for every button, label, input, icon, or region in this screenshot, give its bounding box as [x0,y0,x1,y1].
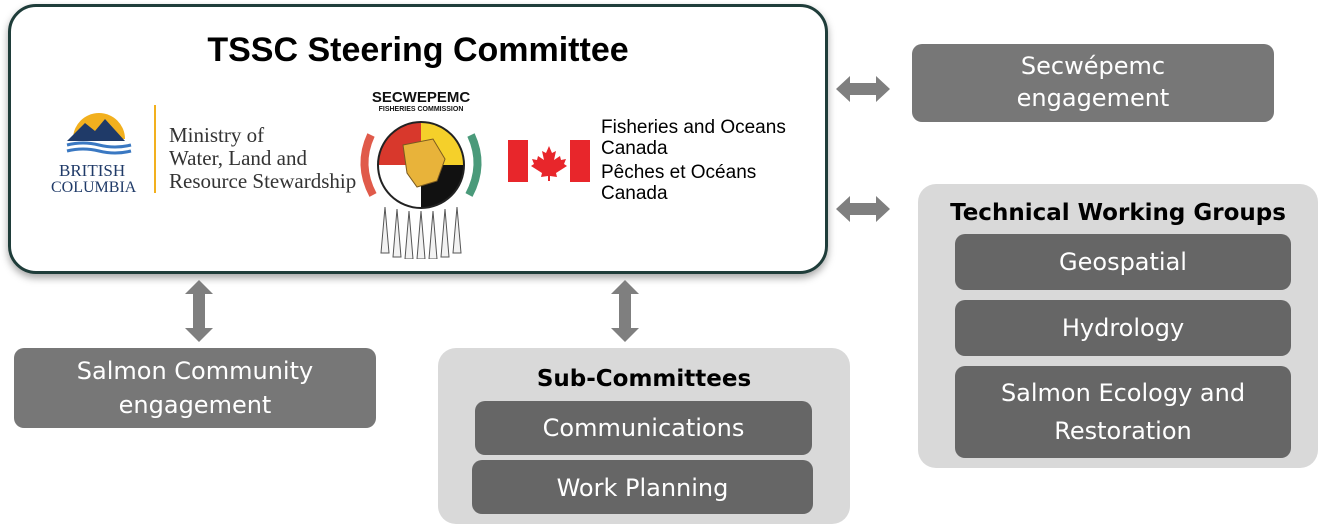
medicine-wheel-icon [360,121,482,259]
canada-flag-icon [508,140,590,182]
secwepemc-logo-line1: SECWEPEMC [371,89,471,106]
twg-geospatial: Geospatial [955,234,1291,290]
subcommittee-communications: Communications [475,401,812,455]
ministry-line3: Resource Stewardship [169,169,357,193]
secwepemc-logo-line2: FISHERIES COMMISSION [378,106,464,113]
twg-hydrology: Hydrology [955,300,1291,356]
secwepemc-engagement-box: Secwépemc engagement [912,44,1274,122]
salmon-community-engagement-box: Salmon Community engagement [14,348,376,428]
dfo-line2: Canada [601,138,668,159]
ministry-name: Ministry of Water, Land and Resource Ste… [169,124,379,193]
salmon-community-line1: Salmon Community [76,357,314,385]
subcommittee-work-planning: Work Planning [472,460,813,514]
dfo-line3: Pêches et Océans [601,162,757,183]
dfo-line4: Canada [601,183,668,204]
subcommittees-title: Sub-Committees [536,366,752,392]
steering-committee-title: TSSC Steering Committee [207,31,629,69]
bc-logo: BRITISH COLUMBIA [51,101,145,201]
dfo-name: Fisheries and Oceans Canada Pêches et Oc… [601,117,831,204]
salmon-community-line2: engagement [118,391,272,419]
subcommittees-panel: Sub-Committees Communications Work Plann… [438,348,850,524]
technical-working-groups-panel: Technical Working Groups Geospatial Hydr… [918,184,1318,468]
secwepemc-engagement-line1: Secwépemc [1020,52,1166,80]
twg-salmon-ecology: Salmon Ecology and Restoration [955,366,1291,458]
technical-working-groups-title: Technical Working Groups [950,200,1286,226]
bc-logo-divider [154,105,156,193]
twg-salmon-ecology-line1: Salmon Ecology and [1000,379,1246,407]
double-arrow-vertical-icon [185,280,213,342]
bc-sun-mountain-icon [53,113,145,165]
secwepemc-logo: SECWEPEMC FISHERIES COMMISSION [351,89,491,259]
dfo-line1: Fisheries and Oceans [601,117,786,138]
double-arrow-icon [836,76,890,102]
double-arrow-icon [836,196,890,222]
bc-logo-line1: BRITISH [59,161,126,180]
bc-logo-line2: COLUMBIA [51,179,137,196]
twg-salmon-ecology-line2: Restoration [1054,417,1192,445]
ministry-line2: Water, Land and [169,146,307,170]
secwepemc-engagement-line2: engagement [1016,84,1170,112]
steering-committee-box: TSSC Steering Committee BRITISH COLUMBIA… [8,4,828,274]
ministry-line1: Ministry of [169,123,265,147]
double-arrow-vertical-icon [611,280,639,342]
